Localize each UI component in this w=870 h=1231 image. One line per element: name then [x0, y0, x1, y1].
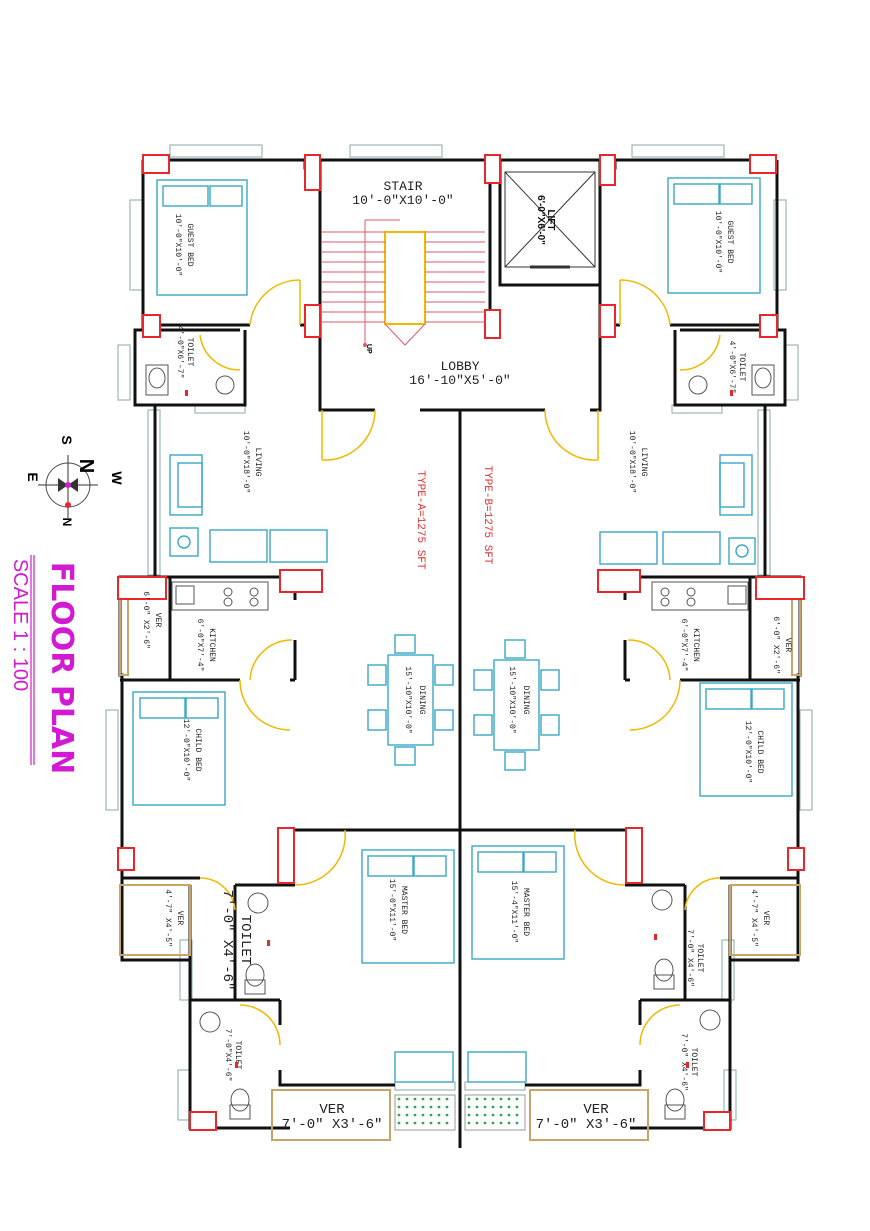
compass-n2-label: N [60, 518, 74, 527]
left-toilet3-size: 7'-0"X4'-6" [223, 1029, 232, 1082]
planters [394, 1094, 526, 1131]
floor-plan-title: FLOOR PLAN [44, 562, 79, 775]
left-ver2-size: 4'-7" X4'-5" [163, 889, 172, 947]
bed-icon [471, 845, 565, 960]
left-toilet1-size: 4'-0"X6'-7" [175, 326, 184, 379]
left-kitchen-size: 6'-0"X7'-4" [195, 619, 204, 672]
lobby-size: 16'-10"X5'-0" [409, 373, 510, 388]
right-kitchen-size: 6'-0"X7'-4" [679, 619, 688, 672]
left-child-bed-label: CHILD BED [193, 728, 202, 771]
right-ver2-label: VER [761, 911, 770, 926]
stair-label: STAIR [383, 179, 422, 194]
left-toilet1-label: TOILET [185, 338, 194, 367]
compass-s-label: S [59, 435, 75, 444]
type-a-label: TYPE-A=1275 SFT [414, 470, 426, 569]
right-ver1-label: VER [783, 638, 792, 653]
title-block: FLOOR PLAN SCALE 1 : 100 [9, 555, 79, 774]
right-toilet3-label: TOILET [689, 1048, 698, 1077]
right-dining-size: 15'-10"X10'-0" [507, 666, 516, 733]
left-ver3-size: 7'-0" X3'-6" [282, 1117, 383, 1133]
right-toilet1-size: 4'-0"X6'-7" [727, 341, 736, 394]
right-master-bed-label: MASTER BED [521, 888, 530, 936]
lobby-label: LOBBY [440, 359, 479, 374]
right-toilet3-size: 7'-0" X4'-6" [679, 1033, 688, 1091]
right-toilet1-label: TOILET [737, 353, 746, 382]
right-guest-bed-size: 10'-0"X10'-0" [713, 211, 722, 273]
right-master-bed-size: 15'-4"X11'-0" [509, 881, 518, 943]
fixtures [145, 364, 775, 1120]
left-toilet2-label: TOILET [237, 915, 253, 965]
room-labels: STAIR 10'-0"X10'-0" LOBBY 16'-10"X5'-0" … [141, 179, 792, 1133]
type-b-label: TYPE-B=1275 SFT [481, 465, 493, 564]
right-ver3-size: 7'-0" X3'-6" [536, 1117, 637, 1133]
left-guest-bed-label: GUEST BED [185, 223, 194, 266]
right-ver3-label: VER [583, 1102, 609, 1118]
left-guest-bed-size: 10'-0"X10'-0" [173, 214, 182, 276]
right-toilet2-label: TOILET [695, 944, 704, 973]
left-toilet3-label: TOILET [233, 1041, 242, 1070]
left-living-label: LIVING [253, 448, 262, 477]
stair-size: 10'-0"X10'-0" [352, 193, 453, 208]
left-dining-label: DINING [417, 686, 426, 715]
bed-icon [156, 179, 248, 296]
right-child-bed-label: CHILD BED [755, 730, 764, 773]
right-living-size: 10'-0"X18'-0" [627, 431, 636, 493]
bed-icon [132, 691, 226, 806]
right-ver1-size: 6'-0" X2'-6" [771, 616, 780, 674]
columns [117, 154, 805, 1131]
left-living-size: 10'-0"X18'-0" [241, 431, 250, 493]
north-arrow-icon: S N E W N [25, 435, 125, 526]
right-kitchen-label: KITCHEN [691, 628, 700, 662]
scale-label: SCALE 1 : 100 [9, 559, 31, 691]
left-kitchen-label: KITCHEN [207, 628, 216, 662]
right-ver2-size: 4'-7" X4'-5" [749, 889, 758, 947]
compass-e-label: E [25, 472, 41, 481]
left-dining-size: 15'-10"X10'-0" [403, 666, 412, 733]
bed-icon [667, 177, 761, 294]
left-child-bed-size: 12'-0"X10'-0" [181, 719, 190, 781]
right-toilet2-size: 7'-0" X4'-6" [685, 929, 694, 987]
bed-icon [361, 849, 455, 964]
compass-n-label: N [75, 459, 97, 473]
lift [504, 171, 596, 269]
bed-icon [699, 682, 793, 797]
left-ver2-label: VER [175, 911, 184, 926]
lift-size: 6'-0"X6'-0" [535, 195, 546, 245]
veranda-railings [119, 584, 801, 1141]
stair [322, 219, 485, 347]
left-ver1-label: VER [153, 613, 162, 628]
left-ver1-size: 6'-0" X2'-6" [141, 591, 150, 649]
left-master-bed-size: 15'-0"X11'-0" [387, 879, 396, 941]
left-master-bed-label: MASTER BED [399, 886, 408, 934]
furniture [132, 177, 793, 1083]
lift-label: LIFT [545, 209, 556, 230]
right-child-bed-size: 12'-0"X10'-0" [743, 721, 752, 783]
right-living-label: LIVING [639, 448, 648, 477]
door-swings [199, 279, 721, 1046]
up-label: UP [365, 344, 372, 354]
left-toilet2-size: 7'-0" X4'-6" [219, 890, 235, 991]
left-ver3-label: VER [319, 1102, 345, 1118]
right-dining-label: DINING [521, 686, 530, 715]
compass-w-label: W [109, 471, 125, 485]
right-guest-bed-label: GUEST BED [725, 220, 734, 263]
floor-traps [185, 390, 733, 1068]
